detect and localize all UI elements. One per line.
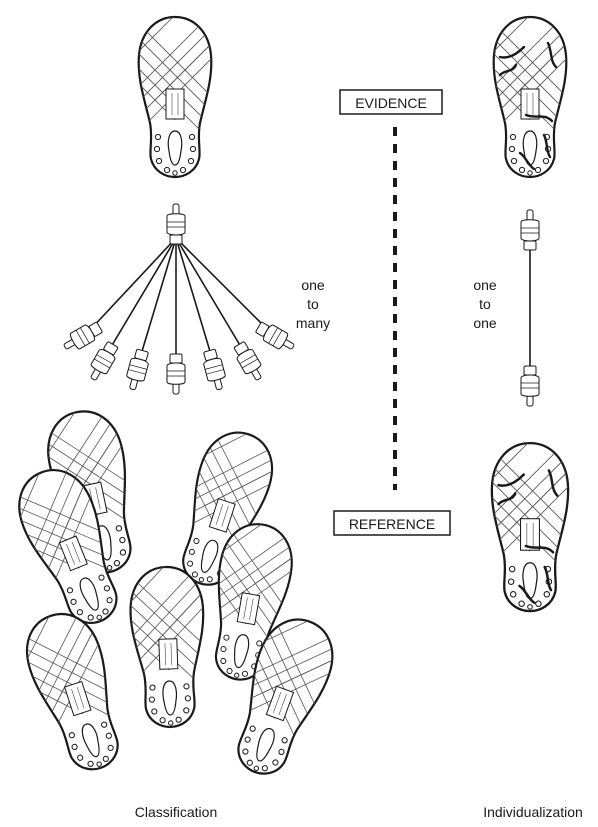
svg-text:to: to (307, 296, 319, 312)
pointing-hand-icon (201, 348, 229, 391)
svg-text:many: many (296, 315, 330, 331)
svg-text:to: to (479, 296, 491, 312)
one-to-many-label: one to many (296, 277, 330, 331)
reference-box: REFERENCE (334, 511, 450, 535)
pointing-hand-icon (124, 348, 152, 391)
pointing-hand-icon (85, 340, 121, 384)
pointing-hand-icon (167, 204, 185, 244)
svg-text:one: one (473, 315, 497, 331)
one-to-one-label: one to one (473, 277, 497, 331)
evidence-box: EVIDENCE (340, 90, 442, 114)
evidence-label: EVIDENCE (355, 95, 427, 111)
evidence-sole-individualization (470, 0, 590, 177)
pointing-hand-icon (167, 354, 185, 394)
pointing-hand-icon (231, 340, 267, 384)
classification-caption: Classification (135, 804, 217, 820)
svg-text:one: one (301, 277, 325, 293)
pointing-hand-icon (521, 366, 539, 406)
pointing-hand-icon (60, 319, 104, 355)
pointing-hand-icon (254, 319, 298, 355)
svg-text:one: one (473, 277, 497, 293)
pointing-hand-icon (521, 210, 539, 250)
reference-label: REFERENCE (349, 516, 435, 532)
evidence-sole-classification (115, 0, 235, 177)
individualization-caption: Individualization (483, 804, 583, 820)
